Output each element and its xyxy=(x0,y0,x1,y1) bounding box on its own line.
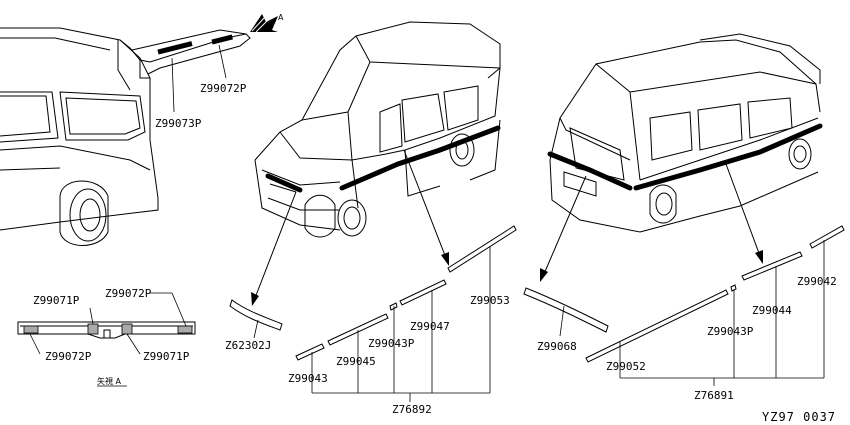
label-z99073p: Z99073P xyxy=(155,117,202,130)
label-z62302j: Z62302J xyxy=(225,339,271,352)
leader-z99072p-top xyxy=(218,44,227,79)
label-z99072p-left: Z99072P xyxy=(45,350,92,363)
label-z76892: Z76892 xyxy=(392,403,432,416)
center-molding-strips xyxy=(295,225,517,361)
label-z99043p-left: Z99043P xyxy=(368,337,415,350)
callout-arrow-rear xyxy=(540,175,587,282)
leader-z99073p xyxy=(171,57,175,113)
view-a-detail xyxy=(17,292,196,355)
view-a-caption: 矢視 A xyxy=(97,376,122,386)
label-z99072p-top: Z99072P xyxy=(200,82,247,95)
callout-arrow-side-right xyxy=(725,163,763,264)
callout-arrow-side-center xyxy=(403,149,449,266)
label-z76891: Z76891 xyxy=(694,389,734,402)
label-z99043-left: Z99043 xyxy=(288,372,328,385)
label-z99043p-right: Z99043P xyxy=(707,325,754,338)
strip-z99068 xyxy=(523,287,609,333)
callout-arrow-front xyxy=(251,191,297,306)
label-z99068: Z99068 xyxy=(537,340,577,353)
label-z99053: Z99053 xyxy=(470,294,510,307)
label-z99047: Z99047 xyxy=(410,320,450,333)
view-a-arrow-icon xyxy=(250,14,278,33)
diagram-code: YZ97 0037 xyxy=(762,410,836,424)
label-z99071p-left: Z99071P xyxy=(33,294,80,307)
right-molding-strips xyxy=(585,225,845,363)
label-z99072p-right: Z99072P xyxy=(105,287,152,300)
label-z99044: Z99044 xyxy=(752,304,792,317)
van-front-illustration xyxy=(254,21,501,238)
label-z99071p-right: Z99071P xyxy=(143,350,190,363)
rear-hatch-illustration xyxy=(0,27,251,246)
label-z99052: Z99052 xyxy=(606,360,646,373)
van-rear-illustration xyxy=(547,33,823,233)
label-z99042: Z99042 xyxy=(797,275,837,288)
label-z99045: Z99045 xyxy=(336,355,376,368)
strip-z62302j xyxy=(229,299,283,331)
view-arrow-letter: A xyxy=(278,13,284,22)
